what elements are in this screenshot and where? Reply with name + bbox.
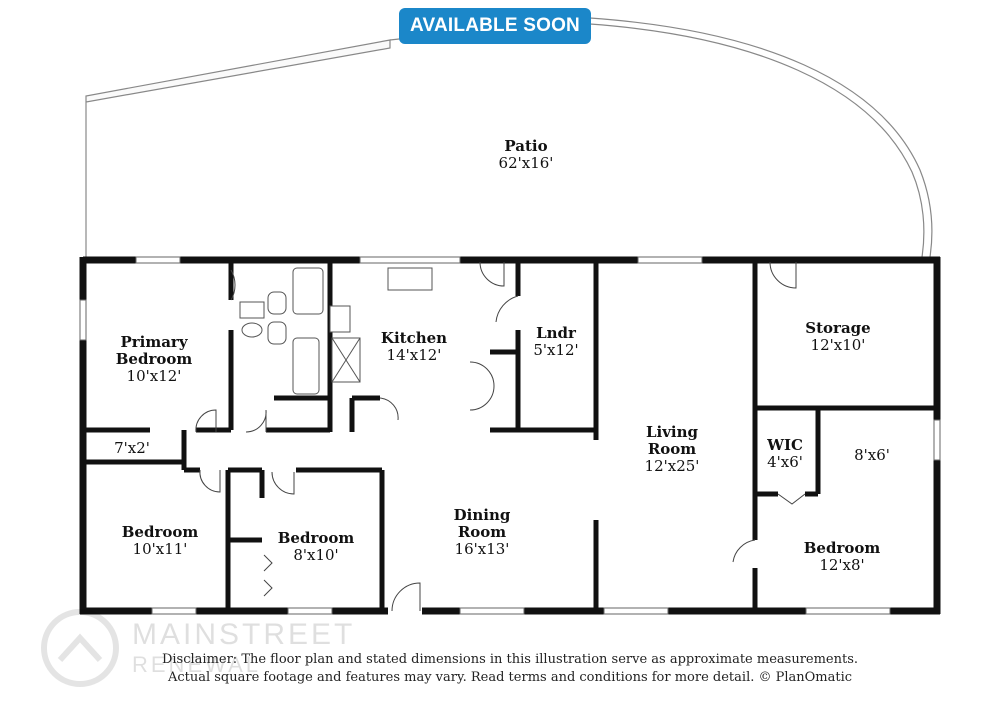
availability-banner: AVAILABLE SOON — [399, 8, 591, 44]
room-primary-bedroom: Primary Bedroom 10'x12' — [116, 334, 193, 385]
room-name: Bedroom — [277, 529, 355, 547]
room-name-line1: Primary — [120, 333, 188, 351]
room-dimension: 62'x16' — [498, 154, 554, 172]
room-name-line2: Room — [457, 523, 507, 541]
room-dimension: 7'x2' — [114, 439, 150, 457]
room-dimension: 10'x12' — [126, 367, 182, 385]
shower — [292, 337, 320, 395]
toilet-2 — [267, 321, 287, 345]
kitchen-sink — [387, 267, 433, 291]
watermark-logo-icon — [41, 609, 119, 687]
room-name: Storage — [805, 319, 871, 337]
room-name-line2: Room — [647, 440, 697, 458]
windows — [79, 256, 941, 615]
room-dimension: 5'x12' — [533, 341, 579, 359]
room-living: Living Room 12'x25' — [645, 424, 700, 475]
room-name: WIC — [767, 436, 803, 454]
interior-walls — [86, 260, 937, 611]
room-closet-2: 8'x6' — [854, 447, 890, 464]
room-dimension: 12'x10' — [810, 336, 866, 354]
room-storage: Storage 12'x10' — [805, 320, 870, 354]
fixtures — [239, 267, 433, 395]
tub — [292, 267, 324, 315]
room-dimension: 4'x6' — [767, 453, 803, 471]
room-name: Bedroom — [121, 523, 199, 541]
room-bedroom-3: Bedroom 12'x8' — [804, 540, 881, 574]
room-name: Lndr — [536, 324, 576, 342]
room-dimension: 16'x13' — [454, 540, 510, 558]
room-dining: Dining Room 16'x13' — [454, 507, 511, 558]
stove — [329, 305, 351, 333]
room-kitchen: Kitchen 14'x12' — [381, 330, 447, 364]
room-dimension: 12'x25' — [644, 457, 700, 475]
room-bedroom-1: Bedroom 10'x11' — [122, 524, 199, 558]
sink-basin — [241, 322, 263, 338]
room-dimension: 12'x8' — [819, 556, 865, 574]
watermark-line1: MAINSTREET — [132, 618, 356, 651]
room-dimension: 10'x11' — [132, 540, 188, 558]
room-patio: Patio 62'x16' — [499, 138, 554, 172]
room-name: Kitchen — [380, 329, 448, 347]
room-closet: 7'x2' — [114, 440, 150, 457]
room-name: Bedroom — [803, 539, 881, 557]
toilet — [267, 291, 287, 315]
room-name-line2: Bedroom — [115, 350, 193, 368]
disclaimer-line2: Actual square footage and features may v… — [167, 670, 853, 685]
room-wic: WIC 4'x6' — [767, 437, 803, 471]
room-bedroom-2: Bedroom 8'x10' — [278, 530, 355, 564]
disclaimer: Disclaimer: The floor plan and stated di… — [160, 651, 860, 687]
room-name: Patio — [504, 137, 548, 155]
room-dimension: 8'x6' — [854, 446, 890, 464]
room-dimension: 8'x10' — [293, 546, 339, 564]
watermark-line2: RENEWAL — [132, 652, 261, 677]
disclaimer-line1: Disclaimer: The floor plan and stated di… — [161, 652, 859, 667]
sink — [239, 301, 265, 319]
door-swings — [195, 261, 806, 612]
room-dimension: 14'x12' — [386, 346, 442, 364]
room-name-line1: Living — [645, 423, 699, 441]
room-name-line1: Dining — [453, 506, 511, 524]
availability-label: AVAILABLE SOON — [410, 15, 580, 36]
room-laundry: Lndr 5'x12' — [533, 325, 578, 359]
